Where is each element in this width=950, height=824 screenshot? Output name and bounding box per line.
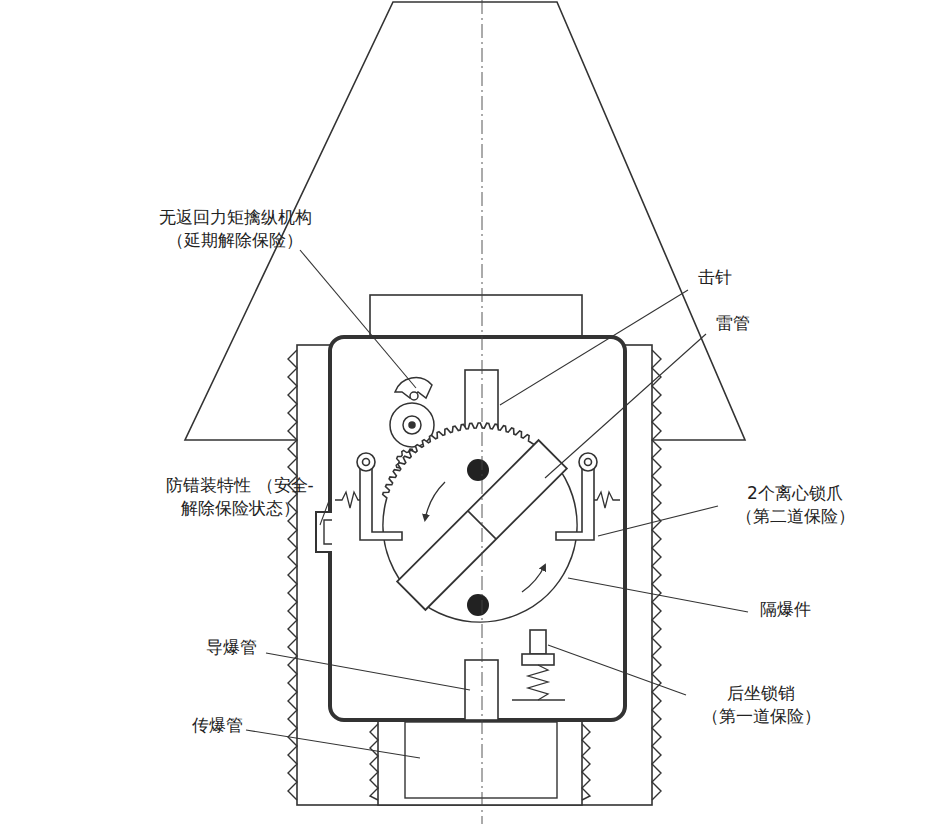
rotation-arrow [425, 482, 445, 520]
lock-pivot [579, 453, 597, 471]
lower-block [378, 720, 582, 805]
lock-arm [360, 462, 402, 540]
leader-line [568, 578, 748, 612]
leader-line [598, 506, 718, 536]
rotor-pin [467, 594, 489, 616]
callout-label: 导爆管 [196, 636, 266, 659]
leader-line [300, 250, 416, 388]
centre-line [482, 0, 483, 824]
pallet-pivot [410, 392, 418, 400]
escape-wheel-axle [409, 422, 415, 428]
spring [594, 492, 620, 508]
spring [335, 492, 360, 508]
booster [405, 722, 557, 798]
lock-pivot-axle [363, 459, 370, 466]
top-cap [370, 295, 582, 337]
escape-wheel-hub [403, 416, 421, 434]
notch-inner [324, 520, 332, 544]
callout-label: 2个离心锁爪 （第二道保险） [720, 482, 870, 528]
escape-wheel [390, 403, 434, 447]
recoil-pin-base [522, 654, 554, 665]
callout-label: 击针 [690, 266, 740, 289]
recoil-pin [530, 630, 546, 654]
leader-line [320, 498, 330, 525]
callout-label: 隔爆件 [750, 598, 820, 621]
callout-label: 雷管 [708, 312, 758, 335]
notch [316, 512, 332, 552]
callout-label: 防错装特性 （安全-解除保险状态） [140, 474, 340, 520]
lock-pivot-axle [585, 459, 592, 466]
leader-line [246, 730, 420, 758]
leader-line [548, 645, 686, 695]
callout-label: 后坐锁销 （第一道保险） [686, 682, 836, 728]
callout-label: 传爆管 [182, 714, 252, 737]
leader-line [545, 334, 706, 478]
rotation-arrow [522, 565, 545, 592]
lock-arm [556, 462, 594, 540]
spring [528, 665, 548, 700]
thread [288, 350, 297, 800]
thread [652, 350, 661, 800]
leader-line [500, 290, 688, 405]
leader-line [266, 653, 470, 690]
rotor-pin [467, 459, 489, 481]
rotor [383, 423, 577, 622]
housing [330, 337, 625, 720]
callout-label: 无返回力矩擒纵机构 （延期解除保险） [140, 206, 330, 252]
lock-pivot [357, 453, 375, 471]
thread [582, 724, 590, 800]
thread [370, 724, 378, 800]
spring-seat [512, 699, 565, 701]
